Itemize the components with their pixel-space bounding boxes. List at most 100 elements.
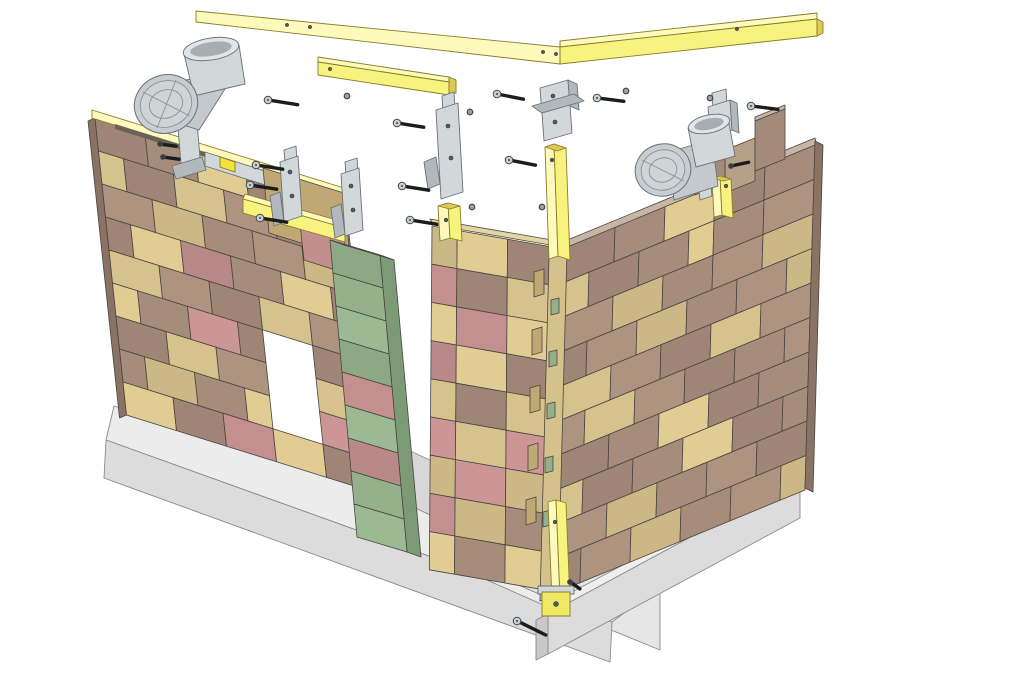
screw-head-slot (248, 183, 252, 187)
duct-foot (172, 157, 206, 179)
block-red (431, 341, 457, 384)
corner-post-bottom (538, 500, 574, 616)
corner-spacer (547, 402, 555, 419)
screw-head (161, 155, 166, 160)
lintel-beam-front (243, 199, 345, 242)
screw-head-slot (395, 121, 399, 125)
screw (593, 94, 624, 102)
screw-head-slot (749, 104, 753, 108)
screw-shaft (253, 185, 277, 189)
corner-post-top (545, 144, 570, 260)
block-green (354, 504, 407, 552)
screw (747, 102, 778, 110)
screw-head-slot (595, 96, 599, 100)
screw (256, 214, 286, 222)
corner-spacer (545, 456, 553, 473)
screw-head (568, 580, 573, 585)
block-red (431, 264, 457, 307)
screw-shaft (600, 98, 624, 101)
screw-head-slot (495, 92, 499, 96)
duct-front-ring-core (646, 154, 680, 185)
screw-shaft (413, 220, 437, 224)
bracket-plate (341, 168, 363, 236)
rail-screw-hole (328, 67, 331, 70)
post-hole (444, 218, 448, 222)
bolt-dot (623, 88, 629, 94)
screw-shaft (259, 165, 283, 169)
bolt-dots (344, 88, 713, 210)
screw (406, 216, 436, 224)
block-red (430, 417, 456, 460)
corner-dowel (528, 443, 538, 471)
rail-screw-hole (285, 23, 288, 26)
bracket-hole (290, 194, 294, 198)
bracket-plate (280, 156, 302, 222)
bracket-post-anchor (532, 80, 584, 141)
screw-head-slot (254, 163, 258, 167)
bracket-beam-end (331, 158, 363, 238)
post-hole (724, 184, 728, 188)
bolt-dot (467, 109, 473, 115)
post-hole (553, 520, 557, 524)
bolt-dot (344, 93, 350, 99)
corner-dowel (530, 385, 540, 413)
bracket-left-of-beam (270, 146, 302, 226)
corner-spacer (549, 350, 557, 367)
duct-front-ring-core (145, 85, 187, 123)
duct-upper-opening (694, 117, 724, 131)
screw-shaft (400, 123, 424, 127)
block-tan (431, 379, 457, 422)
rail-left-segment (196, 11, 560, 64)
block-red (430, 493, 456, 536)
screw-shaft (166, 157, 179, 159)
post-hole (550, 158, 554, 162)
screw-head-slot (266, 98, 270, 102)
anchor-hole (553, 120, 557, 124)
screw (246, 181, 276, 189)
bracket-plate (436, 103, 463, 199)
right-wall-tooth (755, 109, 785, 171)
screw (513, 617, 546, 635)
post-on-return-wall (438, 203, 462, 241)
duct-elbow-left (126, 34, 245, 179)
screw-shaft (512, 161, 536, 166)
screw-shaft (754, 106, 778, 109)
screw (568, 580, 580, 589)
block-tan (430, 455, 456, 498)
screw-head-slot (258, 216, 262, 220)
screw-head-slot (515, 619, 519, 623)
screw-shaft (573, 584, 580, 589)
rail-end-cap (449, 77, 456, 95)
bolt-dot (469, 204, 475, 210)
screw-head-slot (408, 218, 412, 222)
screw (393, 119, 423, 127)
top-rail-long (196, 11, 823, 64)
screw (252, 161, 282, 169)
screw (161, 155, 179, 160)
screw (505, 156, 535, 165)
screw-shaft (500, 95, 524, 100)
screw-head-slot (400, 184, 404, 188)
right-wall-blocks (555, 145, 815, 593)
right-wall (555, 105, 823, 593)
rail-screw-hole (554, 52, 557, 55)
bracket-hole (351, 208, 355, 212)
rail-screw-hole (308, 25, 311, 28)
duct-elbow-right (628, 111, 735, 204)
foundation-right-side (536, 614, 548, 660)
bracket-flange (424, 157, 440, 189)
green-column-blocks (330, 240, 407, 552)
green-column-top-face (330, 240, 394, 260)
corner-dowel (532, 327, 542, 355)
bracket-tall-center (424, 92, 463, 199)
bracket-flange (331, 204, 345, 238)
channel-wedge-block (220, 157, 235, 172)
corner-spacer (551, 298, 559, 315)
rail-screw-hole (541, 50, 544, 53)
screw-shaft (263, 218, 287, 222)
bracket-side (730, 100, 739, 133)
screw (264, 96, 297, 104)
block-tan (780, 456, 806, 501)
